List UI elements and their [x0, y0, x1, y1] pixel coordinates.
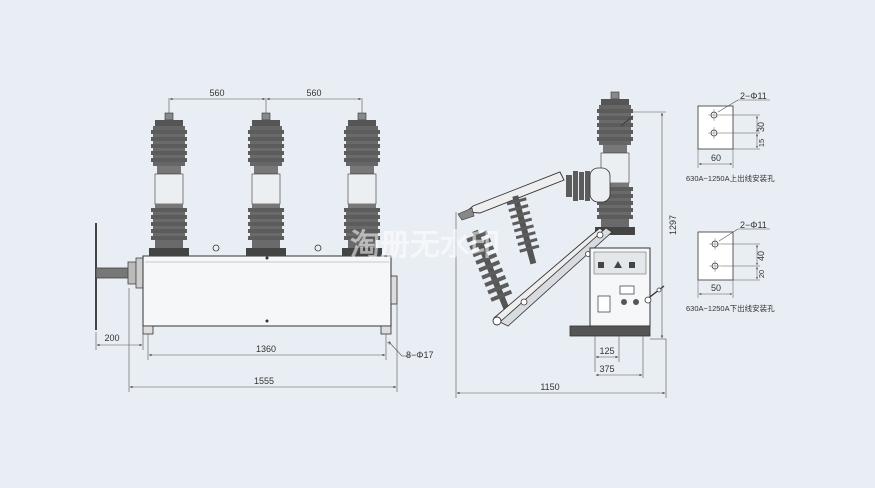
dim-total-width: 1555 [128, 288, 398, 392]
dim-side-125: 125 [599, 346, 614, 356]
support-arm [493, 227, 605, 323]
dim-mount-span: 1360 [147, 334, 387, 360]
panel-switch [598, 262, 604, 268]
tank-bolt [265, 256, 269, 260]
dim-mount-holes: 8−Φ17 [388, 341, 433, 360]
tank-bolt [265, 319, 269, 323]
side-base [569, 325, 651, 337]
tank-foot-left [142, 325, 154, 335]
terminal-upper-width: 60 [711, 153, 721, 163]
operation-label-plate [597, 295, 611, 313]
dim-pitch-right: 560 [306, 88, 321, 98]
main-tank [142, 255, 392, 327]
side-handle [390, 275, 398, 305]
diagonal-insulator-1 [506, 195, 540, 265]
terminal-plate-upper [697, 105, 734, 150]
dim-height: 1297 [633, 111, 678, 340]
pivot-bolt [492, 316, 502, 326]
horizontal-insulator [566, 167, 611, 203]
terminal-upper-vert-30: 30 [756, 122, 766, 132]
front-view: + [95, 88, 433, 392]
terminal-upper-holes: 2−Φ11 [740, 91, 767, 101]
mechanism-panel [593, 251, 647, 275]
pivot-bolt [596, 231, 604, 239]
pivot-bolt [520, 298, 528, 306]
terminal-lower-holes: 2−Φ11 [740, 220, 767, 230]
terminal-lower-vert-20: 20 [757, 270, 766, 278]
terminal-detail-upper: 2−Φ11 30 15 60 630A−1250A上出线安装孔 [686, 91, 775, 183]
lifting-eye [314, 244, 322, 252]
panel-switch [629, 262, 635, 268]
terminal-detail-lower: 2−Φ11 40 20 50 630A−1250A下出线安装孔 [686, 220, 775, 313]
dim-offset: 200 [95, 332, 144, 350]
terminal-lower-width: 50 [711, 283, 721, 293]
dim-mount-span-label: 1360 [256, 344, 276, 354]
handle-pivot [644, 296, 652, 304]
watermark: 淘册无水印 [350, 228, 500, 263]
disconnector-blade [464, 171, 565, 214]
mechanism-knob [621, 299, 627, 305]
dim-side-base: 125 375 [594, 336, 644, 378]
dim-mount-holes-label: 8−Φ17 [406, 350, 433, 360]
tank-foot-right [380, 325, 392, 335]
dim-total-width-label: 1555 [254, 376, 274, 386]
support-arm-rear [499, 227, 613, 327]
pole-terminal-arm [620, 115, 634, 127]
dim-height-label: 1297 [668, 215, 678, 235]
diagonal-insulator-2 [466, 229, 513, 312]
handle-pivot [656, 287, 662, 293]
operating-shaft [95, 267, 131, 279]
terminal-upper-caption: 630A−1250A上出线安装孔 [686, 173, 775, 183]
terminal-plate-lower [697, 231, 734, 281]
dim-side-375: 375 [599, 364, 614, 374]
terminal-upper-vert-15: 15 [757, 139, 766, 147]
dim-side-depth-label: 1150 [540, 382, 559, 392]
lifting-eye [212, 244, 220, 252]
blade-tip [457, 207, 475, 221]
dim-pitch: 560 560 [168, 88, 363, 113]
mechanism-knob [633, 299, 639, 305]
warning-icon [614, 261, 622, 268]
dim-pitch-left: 560 [209, 88, 224, 98]
side-pole [594, 91, 636, 236]
pole-middle [245, 112, 287, 257]
dim-offset-label: 200 [104, 333, 119, 343]
terminal-lower-caption: 630A−1250A下出线安装孔 [686, 303, 775, 313]
pole-left [148, 112, 190, 257]
side-view: 1297 125 375 1150 [455, 91, 678, 398]
dim-side-depth: 1150 [455, 212, 667, 398]
terminal-lower-vert-40: 40 [756, 251, 766, 261]
position-indicator [619, 285, 635, 295]
shaft-flange [127, 261, 137, 285]
